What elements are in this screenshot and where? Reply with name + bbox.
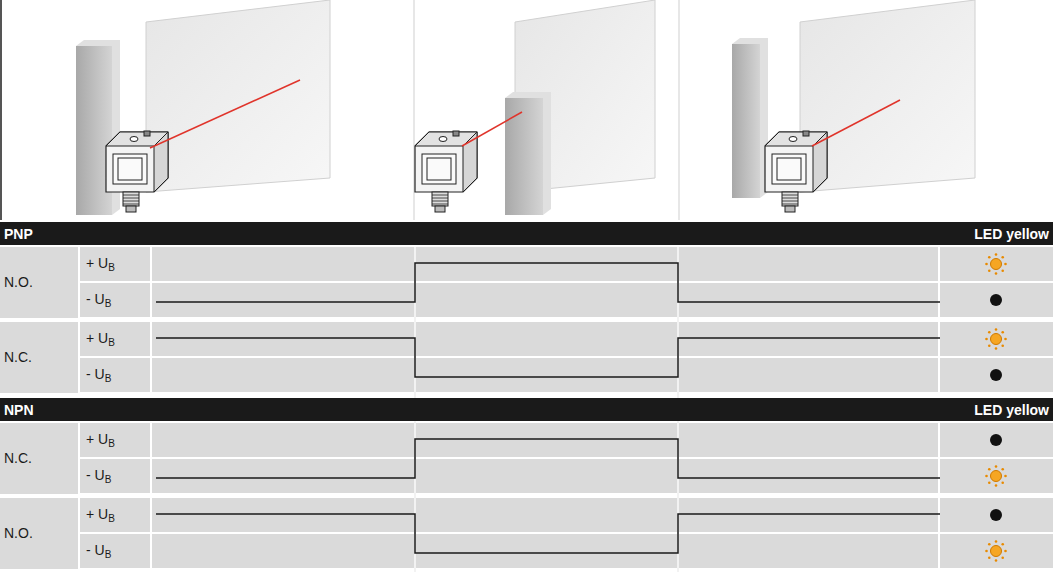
led-on-icon: [985, 328, 1007, 350]
signal-waveform: [156, 439, 940, 478]
signal-name: + UB: [86, 506, 115, 524]
contact-type: N.C.: [4, 349, 32, 365]
sensor: [106, 131, 168, 212]
led-on-icon: [985, 253, 1007, 275]
led-off-icon: [990, 369, 1002, 381]
signal-waveform: [156, 263, 940, 302]
signal-name: - UB: [86, 291, 111, 309]
output-type: NPN: [4, 402, 34, 418]
led-off-icon: [990, 434, 1002, 446]
signal-name: + UB: [86, 431, 115, 449]
signal-waveform: [156, 338, 940, 377]
column-header: LED yellow: [974, 226, 1049, 242]
contact-type: N.C.: [4, 450, 32, 466]
background-wall: [800, 0, 975, 192]
background-wall: [146, 0, 330, 192]
output-type: PNP: [4, 226, 33, 242]
table-grid: [0, 247, 1053, 572]
header-band: PNP LED yellow: [0, 222, 1053, 245]
signal-name: - UB: [86, 542, 111, 560]
laser-beam: [462, 112, 522, 146]
target-object: [732, 44, 760, 198]
laser-beam: [150, 80, 300, 148]
led-off-icon: [990, 509, 1002, 521]
signal-name: + UB: [86, 330, 115, 348]
led-on-icon: [985, 540, 1007, 562]
contact-type: N.O.: [4, 525, 33, 541]
column-header: LED yellow: [974, 402, 1049, 418]
target-object: [505, 98, 543, 215]
signal-name: - UB: [86, 366, 111, 384]
contact-type: N.O.: [4, 274, 33, 290]
laser-beam: [812, 100, 900, 146]
signal-name: + UB: [86, 255, 115, 273]
header-band: NPN LED yellow: [0, 398, 1053, 421]
led-off-icon: [990, 294, 1002, 306]
signal-waveform: [156, 514, 940, 553]
scene: [0, 0, 975, 220]
signal-name: - UB: [86, 467, 111, 485]
led-on-icon: [985, 465, 1007, 487]
